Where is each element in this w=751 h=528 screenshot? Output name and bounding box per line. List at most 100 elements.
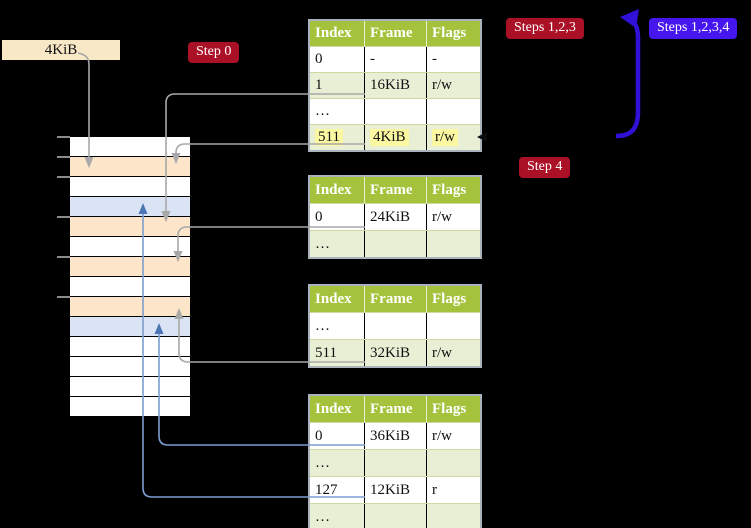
memory-frame-row-blue [70, 317, 190, 337]
table-row: … [310, 98, 480, 124]
table-cell: … [310, 313, 365, 339]
table-cell: r [432, 481, 437, 498]
table-cell: 4KiB [365, 125, 427, 150]
memory-frame-row-peach [70, 297, 190, 317]
table-cell: 1 [310, 73, 365, 98]
highlighted-value: 4KiB [370, 129, 409, 146]
table-cell: 0 [310, 204, 365, 230]
table-row: 0-- [310, 46, 480, 72]
table-cell: 0 [310, 423, 365, 449]
memory-frame-row-white [70, 397, 190, 417]
memory-frame-row-peach [70, 257, 190, 277]
table-cell: 12KiB [365, 477, 427, 503]
table-cell: … [310, 450, 365, 476]
table-cell: … [310, 99, 365, 124]
memory-frame-row-white [70, 237, 190, 257]
table-cell: 16KiB [365, 73, 427, 98]
memory-tick [57, 136, 70, 138]
table-header-cell: Index [310, 177, 365, 203]
table-cell: r/w [432, 77, 452, 93]
steps-1234-label: Steps 1,2,3,4 [649, 18, 738, 39]
memory-frame-row-blue [70, 197, 190, 217]
memory-tick [57, 176, 70, 178]
highlighted-value: r/w [432, 129, 458, 146]
memory-frame-row-white [70, 337, 190, 357]
table-cell [427, 504, 480, 528]
table-header-cell: Frame [365, 21, 427, 46]
memory-tick [57, 156, 70, 158]
table-cell [365, 231, 427, 257]
memory-frame-row-peach [70, 157, 190, 177]
memory-frame-row-white [70, 177, 190, 197]
table-cell [365, 504, 427, 528]
step-4-label: Step 4 [519, 157, 571, 178]
step-0-label: Step 0 [188, 42, 240, 63]
table-row: … [310, 449, 480, 476]
table-cell: r/w [432, 427, 452, 444]
table-cell [365, 99, 427, 124]
table-cell [365, 450, 427, 476]
steps-123-label: Steps 1,2,3 [506, 18, 584, 39]
table-header-cell: Index [310, 21, 365, 46]
table-header-cell: Frame [365, 396, 427, 422]
table-cell [427, 313, 480, 339]
table-cell [365, 313, 427, 339]
table-cell: 24KiB [365, 204, 427, 230]
highlighted-value: 511 [315, 129, 343, 146]
table-header-cell: Flags [432, 181, 467, 198]
recursive-loop-arrow [615, 18, 641, 139]
table-cell: r/w [427, 125, 480, 150]
table-row: … [310, 230, 480, 257]
recursive-loop-arrowhead [620, 9, 639, 28]
physical-memory-column [70, 137, 190, 417]
table-cell: - [365, 47, 427, 72]
table-header-cell: Index [310, 286, 365, 312]
table-cell: 0 [310, 47, 365, 72]
table-header-cell: Frame [365, 286, 427, 312]
table-cell: … [310, 504, 365, 528]
table-header-cell: Flags [432, 290, 467, 307]
memory-frame-row-white [70, 137, 190, 157]
table-cell: r/w [432, 344, 452, 361]
memory-frame-row-white [70, 377, 190, 397]
memory-tick [57, 216, 70, 218]
memory-frame-row-peach [70, 217, 190, 237]
table-cell: 36KiB [365, 423, 427, 449]
table-cell [427, 231, 480, 257]
frame-address-box: 4KiB [2, 40, 120, 60]
table-cell [427, 450, 480, 476]
table-cell: 32KiB [365, 340, 427, 366]
memory-frame-row-white [70, 277, 190, 297]
table-cell: - [432, 51, 437, 67]
table-header-cell: Index [310, 396, 365, 422]
table-header-cell: Frame [365, 177, 427, 203]
memory-frame-row-white [70, 357, 190, 377]
memory-tick [57, 296, 70, 298]
table-cell: r/w [432, 208, 452, 225]
table-row: … [310, 503, 480, 528]
table-cell [427, 99, 480, 124]
table-header-cell: Flags [432, 400, 467, 417]
table-cell: 127 [310, 477, 365, 503]
frame-address-label: 4KiB [44, 41, 78, 58]
table-cell: 511 [310, 125, 365, 150]
table-row: … [310, 312, 480, 339]
table-cell: 511 [310, 340, 365, 366]
memory-tick [57, 256, 70, 258]
table-header-cell: Flags [432, 25, 467, 41]
table-row: 511 4KiB r/w [310, 124, 480, 150]
